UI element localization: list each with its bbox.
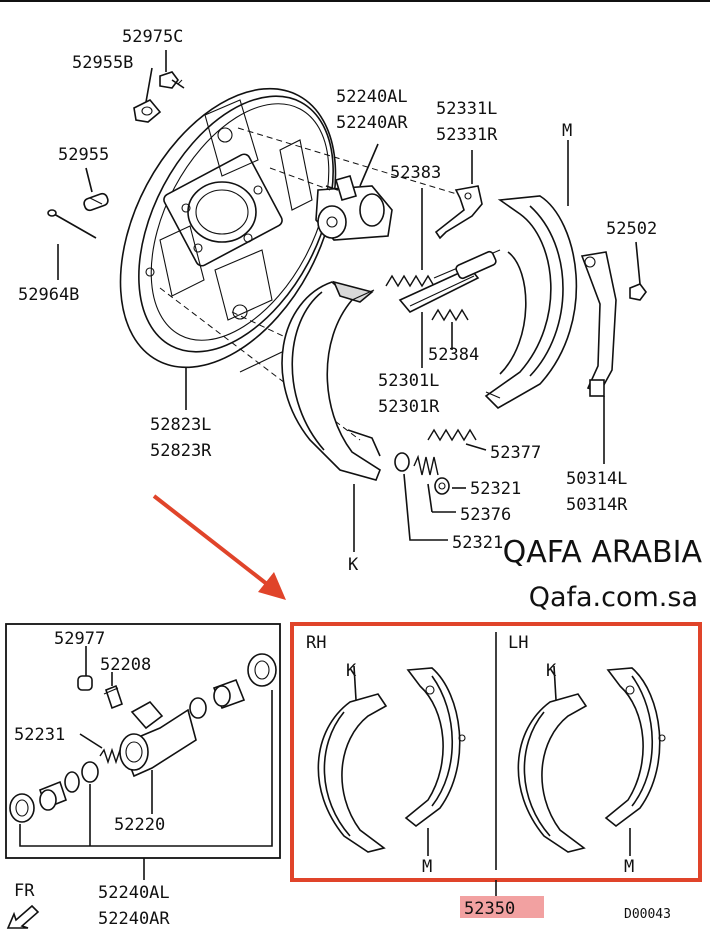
pin-52964B (47, 209, 97, 239)
lh-shoe-K: K (517, 661, 588, 853)
label-box-52240AR: 52240AR (98, 909, 170, 929)
spring-52384 (431, 308, 469, 322)
plug-52955 (83, 192, 109, 212)
label-52955: 52955 (58, 145, 109, 165)
label-K-main: K (348, 555, 359, 575)
label-52823R: 52823R (150, 441, 212, 461)
label-rh-M: M (422, 857, 432, 877)
clip-52502 (629, 283, 647, 301)
label-rh-K: K (346, 661, 357, 681)
wheel-cylinder-box (5, 623, 281, 859)
adjuster-lever-52331 (434, 185, 483, 240)
label-lh-M: M (624, 857, 634, 877)
label-52240AR: 52240AR (336, 113, 408, 133)
spring-52377 (427, 428, 477, 442)
wheel-cylinder-52240A (315, 175, 393, 241)
label-52823L: 52823L (150, 415, 211, 435)
label-52321b: 52321 (452, 533, 503, 553)
backing-plate-52823 (119, 87, 337, 369)
label-52376: 52376 (460, 505, 511, 525)
watermark-line1: QAFA ARABIA (503, 535, 703, 570)
dash-2 (269, 167, 331, 191)
diagram-code: D00043 (624, 907, 671, 922)
label-LH: LH (508, 633, 528, 653)
label-52964B: 52964B (18, 285, 79, 305)
rh-shoe-M: M (404, 667, 466, 877)
label-FR: FR (14, 881, 35, 901)
adjuster-52301 (398, 250, 497, 313)
label-52231: 52231 (14, 725, 65, 745)
label-box-52240AL: 52240AL (98, 883, 170, 903)
cup-52321b (434, 477, 450, 495)
label-52975C: 52975C (122, 27, 183, 47)
label-52301L: 52301L (378, 371, 439, 391)
label-50314L: 50314L (566, 469, 627, 489)
label-52331L: 52331L (436, 99, 497, 119)
leader-lines (57, 50, 641, 552)
dash-1 (237, 127, 471, 199)
brake-shoe-M (484, 195, 578, 409)
brake-shoe-K (281, 280, 381, 481)
label-52321a: 52321 (470, 479, 521, 499)
label-52331R: 52331R (436, 125, 498, 145)
spring-52376 (413, 454, 439, 476)
label-RH: RH (306, 633, 326, 653)
part-labels: 52975C 52955B 52955 52964B 52240AL 52240… (18, 27, 657, 575)
part-number-highlight (460, 896, 544, 918)
dash-3 (159, 287, 361, 441)
rh-shoe-K: K (317, 661, 388, 853)
label-52977: 52977 (54, 629, 105, 649)
label-50314R: 50314R (566, 495, 628, 515)
label-52208: 52208 (100, 655, 151, 675)
bolt-52975C (159, 71, 185, 89)
label-52350: 52350 (464, 899, 515, 919)
parking-lever-50314 (580, 251, 617, 397)
lh-shoe-M: M (604, 667, 666, 877)
label-lh-K: K (546, 661, 557, 681)
label-52955B: 52955B (72, 53, 133, 73)
label-52383: 52383 (390, 163, 441, 183)
label-52384: 52384 (428, 345, 479, 365)
wheel-cylinder-exploded (9, 646, 277, 880)
watermark-line2: Qafa.com.sa (529, 582, 698, 613)
label-52240AL: 52240AL (336, 87, 408, 107)
front-direction-arrow: FR (6, 881, 40, 929)
cup-52321a (394, 452, 410, 472)
label-52220: 52220 (114, 815, 165, 835)
highlight-arrow (152, 494, 286, 600)
label-52502: 52502 (606, 219, 657, 239)
label-52301R: 52301R (378, 397, 440, 417)
label-M-main: M (562, 121, 572, 141)
label-52377: 52377 (490, 443, 541, 463)
grommet-52955B (133, 99, 162, 123)
